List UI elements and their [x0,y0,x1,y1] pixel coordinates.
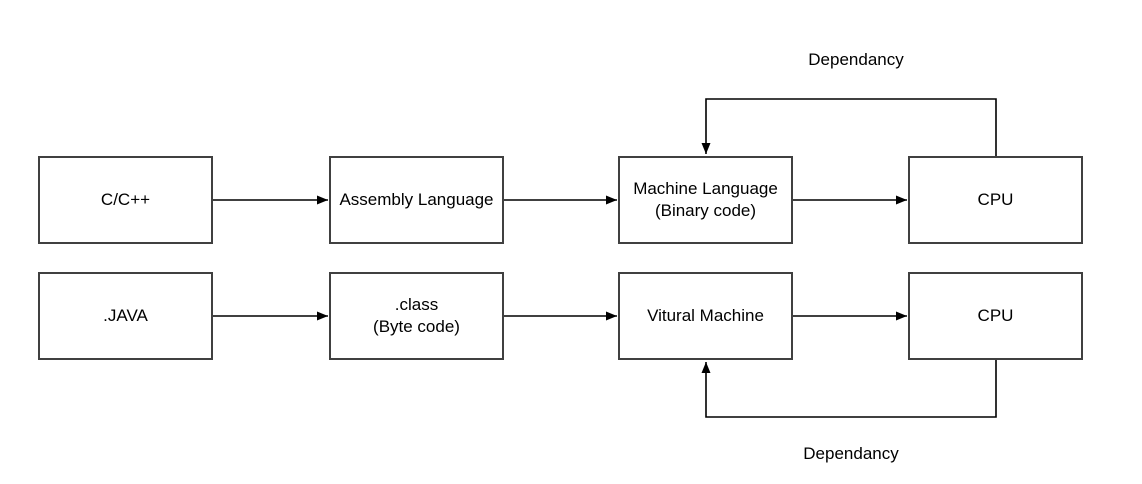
node-java-file: .JAVA [38,272,213,360]
node-cpu-bottom: CPU [908,272,1083,360]
node-machine-language: Machine Language (Binary code) [618,156,793,244]
node-c-cpp: C/C++ [38,156,213,244]
node-class-file: .class (Byte code) [329,272,504,360]
dependency-loop-bottom [701,360,997,418]
dependency-label-bottom: Dependancy [803,444,899,463]
node-assembly-language: Assembly Language [329,156,504,244]
node-virtual-machine: Vitural Machine [618,272,793,360]
dependency-label-top: Dependancy [808,50,904,69]
dependency-loop-top [701,98,997,156]
node-cpu-top: CPU [908,156,1083,244]
